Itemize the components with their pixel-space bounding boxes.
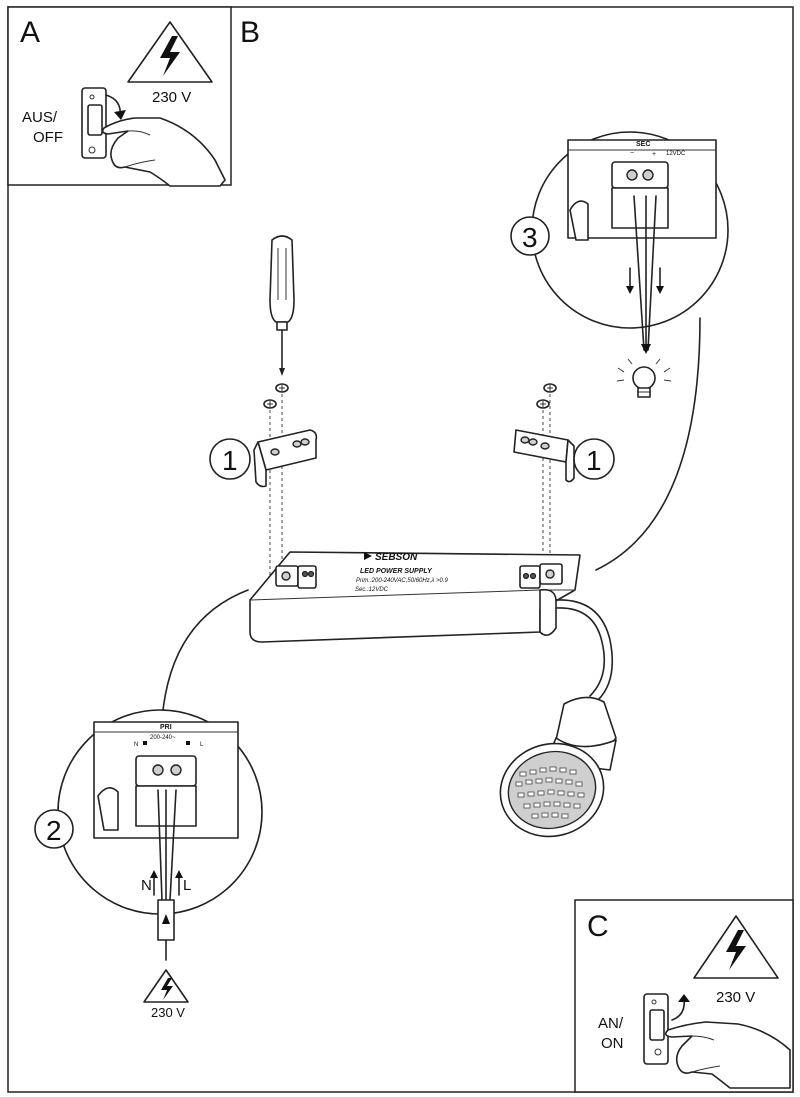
panel-a-switch-label-line1: AUS/ [22, 109, 58, 126]
primary-voltage: 230 V [151, 1005, 185, 1020]
panel-c-letter: C [587, 910, 609, 943]
panel-a: A 230 V AUS/ OFF [7, 6, 232, 187]
step-1-marker-left: 1 [209, 438, 251, 480]
panel-b-letter: B [240, 16, 260, 49]
svg-text:1: 1 [586, 445, 602, 476]
pri-n-label: N [141, 877, 152, 894]
pri-l-label: L [183, 877, 191, 894]
high-voltage-icon [693, 915, 779, 979]
pri-header: PRI [160, 724, 172, 731]
step-2-marker: 2 [34, 809, 74, 849]
mounting-bracket-left [253, 429, 318, 488]
panel-c-voltage: 230 V [716, 989, 755, 1006]
high-voltage-icon [143, 969, 189, 1003]
brand-logo: SEBSON [364, 552, 418, 563]
led-spot-lamp [499, 696, 617, 838]
step-3-marker: 3 [510, 216, 550, 256]
hand-icon [664, 1021, 791, 1089]
high-voltage-icon [127, 21, 213, 83]
wall-switch-icon [643, 993, 669, 1065]
alignment-guides [269, 394, 551, 575]
label-line-3: Sec.:12VDC [355, 587, 389, 593]
detail-secondary-callout [595, 317, 701, 571]
svg-text:2: 2 [46, 815, 62, 846]
panel-c: C 230 V AN/ ON [574, 899, 794, 1093]
switch-direction-arrowhead-on [678, 994, 690, 1002]
screw-left-1 [275, 383, 289, 393]
detail-secondary: SEC 12VDC − + [531, 131, 729, 354]
sec-plus-sign: + [652, 151, 656, 158]
sec-minus-sign: − [630, 150, 634, 157]
wall-switch-icon [81, 87, 107, 159]
panel-a-switch-label-line2: OFF [33, 129, 63, 146]
svg-text:3: 3 [522, 222, 538, 253]
hand-icon [101, 117, 226, 187]
detail-primary: PRI 200-240~ N L N L [57, 709, 263, 961]
label-line-2: Prim.:200-240VAC,50/60Hz,λ >0.9 [356, 578, 449, 584]
switch-direction-arrowhead-off [114, 110, 126, 120]
panel-c-switch-label-line1: AN/ [598, 1015, 624, 1032]
outer-frame [7, 6, 794, 1093]
mounting-bracket-right [513, 429, 575, 483]
panel-c-switch-label-line2: ON [601, 1035, 624, 1052]
screw-left-2 [263, 399, 277, 409]
panel-a-voltage: 230 V [152, 89, 191, 106]
svg-text:1: 1 [222, 445, 238, 476]
led-power-supply: SEBSON LED POWER SUPPLY Prim.:200-240VAC… [249, 551, 614, 701]
screw-right-1 [543, 383, 557, 393]
light-bulb-icon [616, 358, 672, 398]
detail-primary-callout [161, 589, 249, 721]
label-line-1: LED POWER SUPPLY [360, 568, 433, 575]
sec-header: SEC [636, 141, 650, 148]
panel-a-letter: A [20, 16, 40, 49]
brand-name: SEBSON [375, 552, 418, 563]
screw-right-2 [536, 399, 550, 409]
pri-n-small: N [134, 742, 138, 748]
sec-output: 12VDC [666, 151, 686, 157]
pri-range: 200-240~ [150, 735, 176, 741]
step-1-marker-right: 1 [573, 438, 615, 480]
pri-l-small: L [200, 742, 204, 748]
screwdriver-icon [269, 235, 295, 376]
